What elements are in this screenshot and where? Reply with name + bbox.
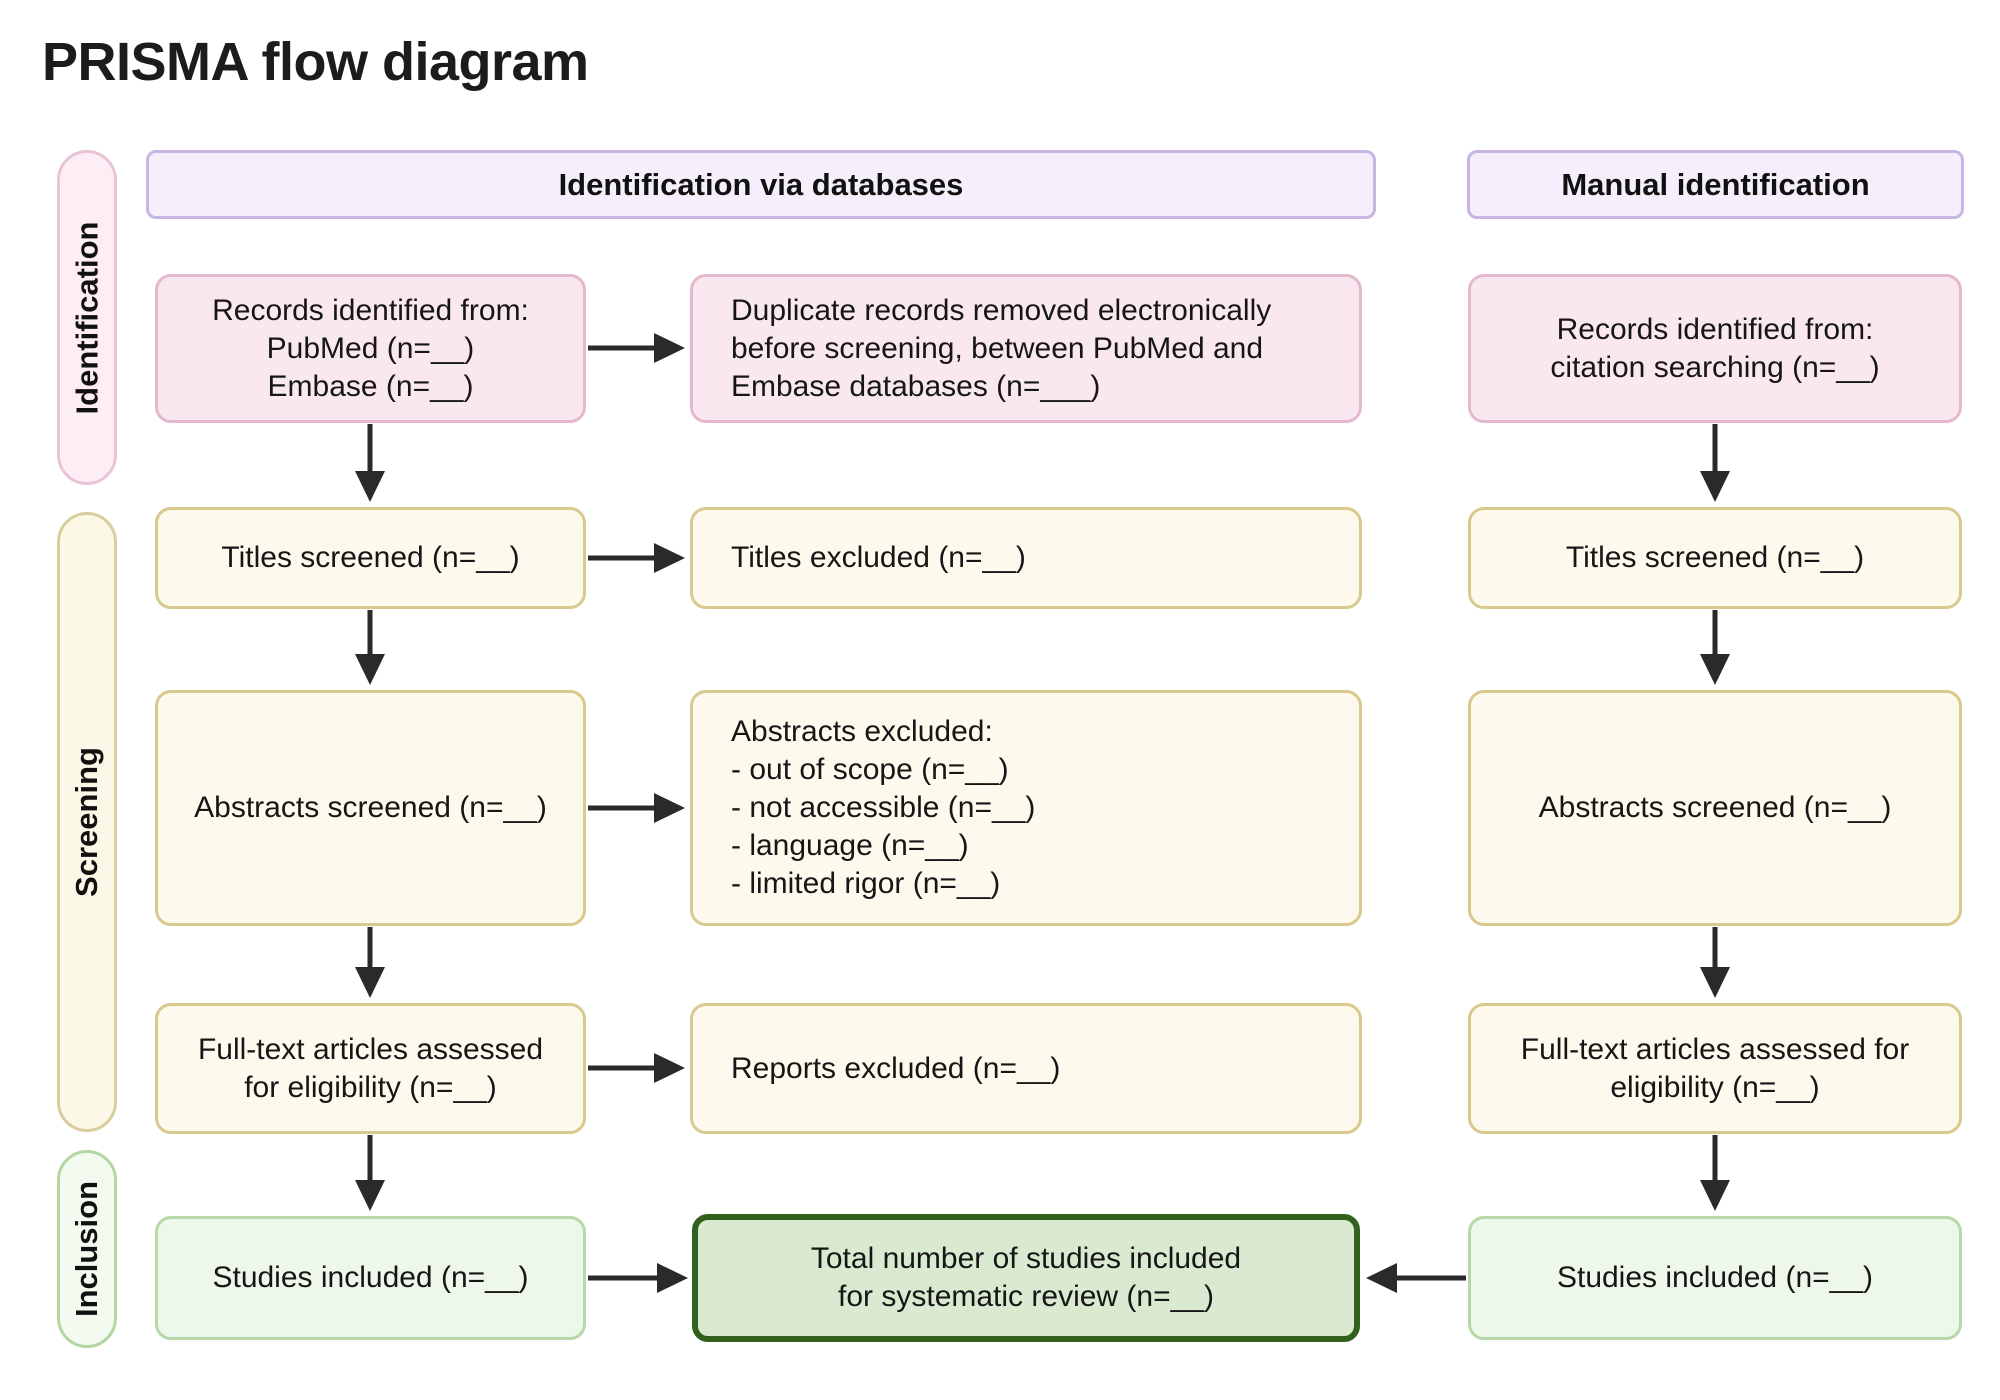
box-total-studies-included: Total number of studies included for sys… — [692, 1214, 1360, 1342]
box-line: Titles screened (n=__) — [1565, 541, 1865, 574]
box-line: - language (n=__) — [731, 829, 969, 862]
box-line: Abstracts excluded: — [731, 715, 993, 748]
box-line: citation searching (n=__) — [1550, 350, 1880, 384]
box-duplicates-removed: Duplicate records removed electronically… — [690, 274, 1362, 423]
box-line: for eligibility (n=__) — [244, 1070, 497, 1104]
box-line: Abstracts screened (n=__) — [194, 791, 547, 824]
box-line: Abstracts screened (n=__) — [1538, 791, 1892, 824]
box-studies-included-manual: Studies included (n=__) — [1468, 1216, 1962, 1340]
stage-identification: Identification — [57, 150, 117, 485]
box-line: eligibility (n=__) — [1610, 1070, 1820, 1104]
box-line: Studies included (n=__) — [1556, 1261, 1874, 1294]
box-line: Records identified from: — [212, 293, 529, 327]
box-line: Total number of studies included — [810, 1242, 1242, 1275]
box-studies-included-databases: Studies included (n=__) — [155, 1216, 586, 1340]
header-manual-label: Manual identification — [1561, 166, 1870, 202]
box-records-identified-citation: Records identified from: citation search… — [1468, 274, 1962, 423]
box-titles-excluded: Titles excluded (n=__) — [690, 507, 1362, 609]
box-reports-excluded: Reports excluded (n=__) — [690, 1003, 1362, 1134]
box-line: Records identified from: — [1556, 312, 1874, 346]
box-line: Titles screened (n=__) — [221, 541, 520, 574]
box-line: PubMed (n=__) — [266, 331, 475, 365]
box-line: Studies included (n=__) — [212, 1261, 529, 1294]
header-manual-identification: Manual identification — [1467, 150, 1964, 219]
page-title: PRISMA flow diagram — [42, 32, 589, 92]
box-line: before screening, between PubMed and — [731, 331, 1264, 365]
box-abstracts-excluded: Abstracts excluded: - out of scope (n=__… — [690, 690, 1362, 926]
box-line: Duplicate records removed electronically — [731, 293, 1272, 327]
box-line: Embase (n=__) — [267, 369, 474, 403]
box-titles-screened-manual: Titles screened (n=__) — [1468, 507, 1962, 609]
box-titles-screened-databases: Titles screened (n=__) — [155, 507, 586, 609]
header-databases-label: Identification via databases — [558, 166, 964, 202]
box-fulltext-assessed-manual: Full-text articles assessed for eligibil… — [1468, 1003, 1962, 1134]
box-records-identified-databases: Records identified from: PubMed (n=__) E… — [155, 274, 586, 423]
box-abstracts-screened-manual: Abstracts screened (n=__) — [1468, 690, 1962, 926]
box-line: Full-text articles assessed — [197, 1032, 544, 1066]
stage-screening: Screening — [57, 512, 117, 1132]
box-line: Reports excluded (n=__) — [731, 1051, 1061, 1085]
stage-inclusion: Inclusion — [57, 1150, 117, 1348]
header-identification-via-databases: Identification via databases — [146, 150, 1376, 219]
box-line: - limited rigor (n=__) — [731, 867, 1001, 900]
box-line: Embase databases (n=___) — [731, 369, 1101, 403]
box-line: - not accessible (n=__) — [731, 791, 1036, 824]
box-abstracts-screened-databases: Abstracts screened (n=__) — [155, 690, 586, 926]
box-line: Full-text articles assessed for — [1520, 1032, 1910, 1066]
box-line: - out of scope (n=__) — [731, 753, 1009, 786]
box-fulltext-assessed-databases: Full-text articles assessed for eligibil… — [155, 1003, 586, 1134]
box-line: for systematic review (n=__) — [838, 1280, 1214, 1313]
box-line: Titles excluded (n=__) — [731, 541, 1026, 574]
